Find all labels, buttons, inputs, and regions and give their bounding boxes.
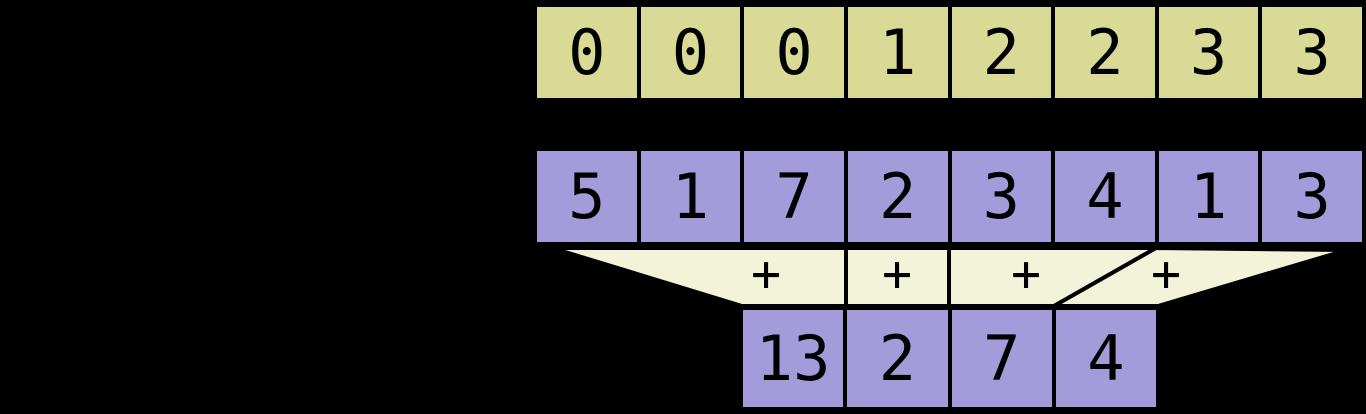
value-cell: 7: [742, 149, 846, 244]
key-cell: 3: [1260, 5, 1364, 100]
value-row: 5 1 7 2 3 4 1 3: [533, 147, 1366, 246]
key-cell: 3: [1156, 5, 1261, 100]
key-row: 0 0 0 1 2 2 3 3: [533, 3, 1366, 102]
value-cell: 5: [535, 149, 639, 244]
value-cell: 2: [845, 149, 950, 244]
plus-operator: +: [1151, 245, 1181, 303]
plus-operator: +: [1011, 245, 1041, 303]
value-cell: 1: [1156, 149, 1261, 244]
key-cell: 0: [638, 5, 743, 100]
result-cell: 2: [845, 308, 950, 409]
result-cell: 4: [1053, 308, 1158, 409]
key-cell: 1: [845, 5, 950, 100]
key-cell: 2: [949, 5, 1054, 100]
value-cell: 1: [638, 149, 743, 244]
key-cell: 2: [1053, 5, 1157, 100]
plus-operator: +: [751, 245, 781, 303]
key-cell: 0: [535, 5, 639, 100]
funnel-segment-1: [551, 246, 848, 308]
value-cell: 3: [949, 149, 1054, 244]
result-cell: 7: [949, 308, 1054, 409]
value-cell: 3: [1260, 149, 1364, 244]
result-cell: 13: [741, 308, 846, 409]
key-cell: 0: [742, 5, 846, 100]
value-cell: 4: [1053, 149, 1157, 244]
plus-operator: +: [882, 245, 912, 303]
result-row: 13 2 7 4: [739, 306, 1160, 411]
